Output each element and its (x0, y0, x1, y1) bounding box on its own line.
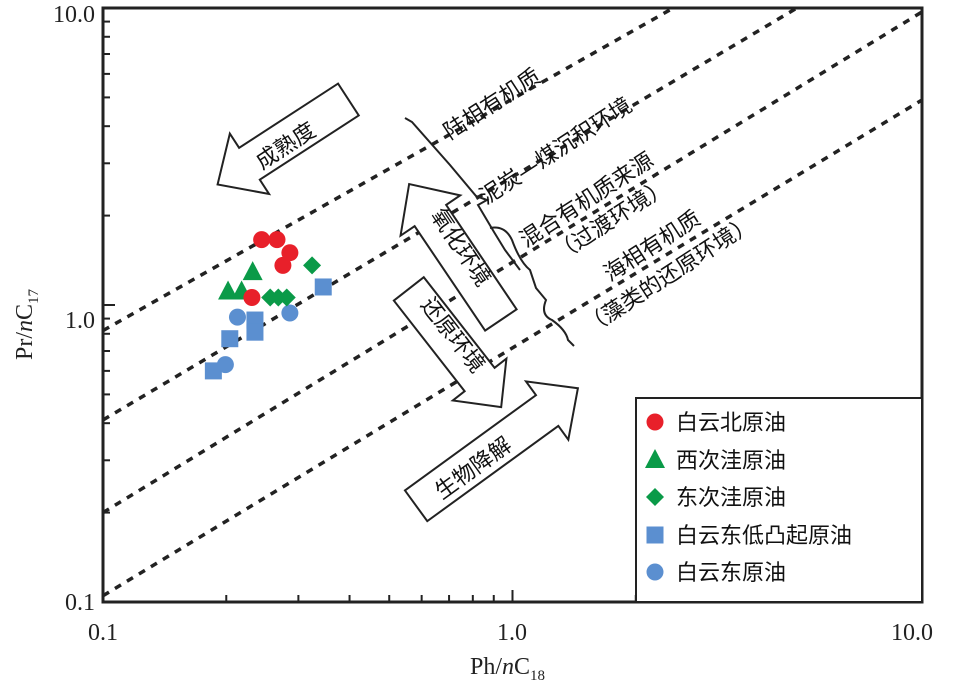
legend-marker-2 (646, 488, 664, 506)
legend-label-1: 西次洼原油 (676, 449, 786, 474)
y-axis-label: Pr/nC17 (12, 288, 42, 360)
brace-terrestrial (404, 117, 521, 271)
arrow-oxidizing (399, 182, 518, 332)
data-point-0 (281, 244, 299, 262)
arrow-reducing (392, 275, 508, 409)
boundary-line-1 (102, 6, 798, 422)
legend-marker-4 (646, 563, 664, 581)
legend-marker-3 (646, 526, 664, 544)
brace-marine (489, 226, 575, 347)
arrow-maturity (216, 82, 361, 196)
data-point-3 (314, 278, 332, 296)
boundary-line-2 (102, 10, 923, 515)
plot-frame (101, 6, 924, 604)
legend-label-4: 白云东原油 (676, 561, 786, 586)
y-tick-label-0: 0.1 (65, 590, 95, 616)
boundary-line-3 (102, 98, 923, 598)
data-point-2 (303, 256, 322, 275)
data-points (204, 231, 332, 380)
data-point-4 (228, 308, 246, 326)
x-tick-label-1: 1.0 (497, 620, 527, 646)
data-point-4 (216, 356, 234, 374)
data-point-0 (243, 288, 261, 306)
legend-label-3: 白云东低凸起原油 (676, 524, 852, 549)
legend-label-2: 东次洼原油 (676, 486, 786, 511)
data-point-2 (277, 288, 296, 307)
y-tick-label-1: 1.0 (65, 308, 95, 334)
boundary-lines (102, 6, 923, 598)
data-point-0 (268, 231, 286, 249)
data-point-0 (274, 256, 292, 274)
data-point-1 (242, 261, 263, 281)
x-axis-label: Ph/nC18 (470, 654, 545, 684)
boundary-line-0 (102, 6, 675, 333)
legend-label-0: 白云北原油 (676, 411, 786, 436)
data-point-0 (253, 231, 271, 249)
data-point-3 (246, 323, 264, 341)
region-label-terrestrial: 陆相有机质 (440, 64, 546, 145)
x-tick-label-2: 10.0 (891, 620, 933, 646)
arrow-biodegradation (403, 380, 580, 523)
data-point-4 (281, 304, 299, 322)
data-point-1 (218, 280, 239, 300)
legend-marker-0 (646, 413, 664, 431)
data-point-3 (221, 330, 239, 348)
legend-marker-1 (645, 449, 665, 468)
y-tick-label-2: 10.0 (53, 2, 95, 28)
x-tick-label-0: 0.1 (88, 620, 118, 646)
legend-box (635, 397, 923, 603)
legend: 白云北原油 西次洼原油 东次洼原油 白云东低凸起原油 白云东原油 (635, 397, 923, 603)
